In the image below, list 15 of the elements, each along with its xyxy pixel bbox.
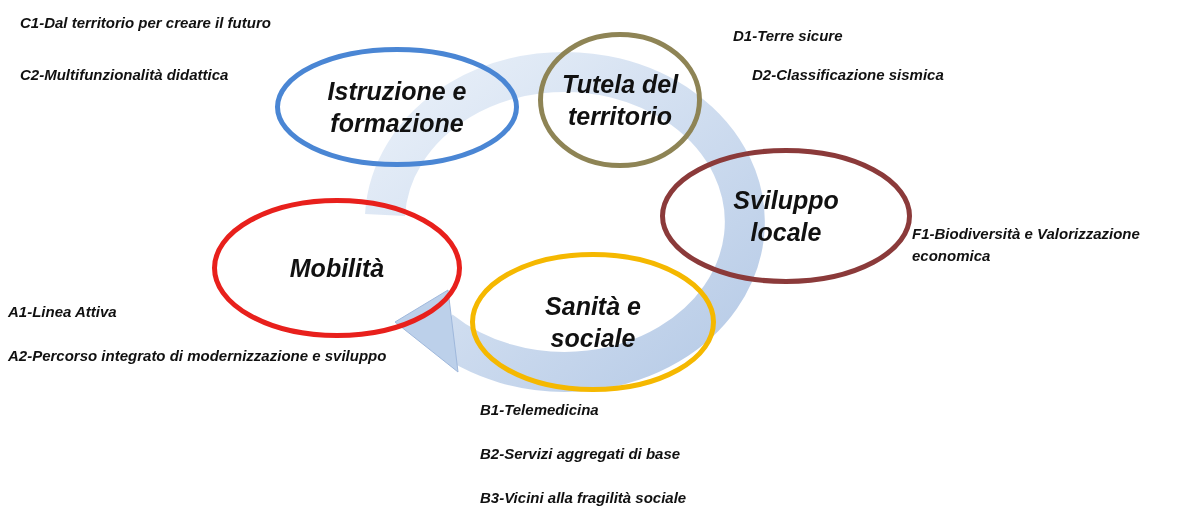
- project-label: A2-Percorso integrato di modernizzazione e sviluppo: [8, 346, 388, 366]
- project-label: B3-Vicini alla fragilità sociale: [480, 488, 687, 508]
- project-label: C2-Multifunzionalità didattica: [20, 65, 229, 85]
- project-label: C1-Dal territorio per creare il futuro: [20, 13, 271, 33]
- project-label: D1-Terre sicure: [733, 26, 843, 46]
- node-title: Tutela del territorio: [560, 68, 680, 132]
- project-label: F1-Biodiversità e Valorizzazione economica: [912, 224, 1141, 266]
- project-label: D2-Classificazione sismica: [752, 65, 944, 85]
- node-title: Sviluppo locale: [732, 184, 840, 248]
- node-title: Istruzione e formazione: [326, 75, 468, 139]
- project-label: A1-Linea Attiva: [8, 302, 117, 322]
- project-label: B2-Servizi aggregati di base: [480, 444, 681, 464]
- node-title: Sanità e sociale: [544, 290, 642, 354]
- project-label: B1-Telemedicina: [480, 400, 599, 420]
- node-title: Mobilità: [289, 252, 385, 284]
